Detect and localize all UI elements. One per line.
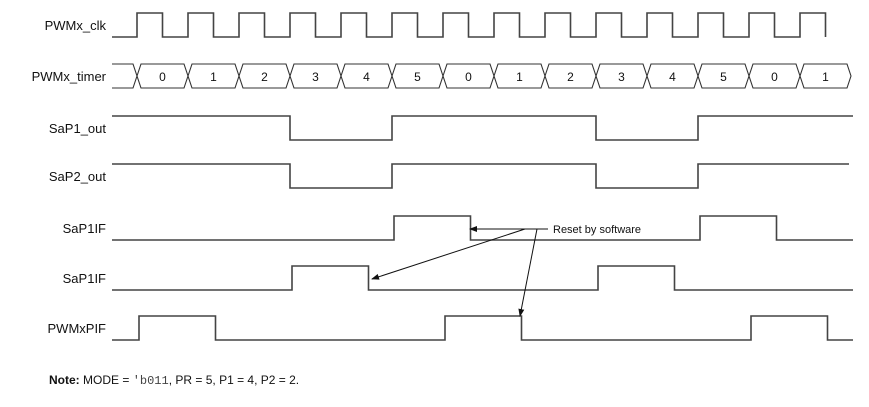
footnote: Note: MODE = 'b011, PR = 5, P1 = 4, P2 =… [49, 373, 299, 388]
bus-value: 5 [414, 70, 421, 84]
signal-label-pwmxpif: PWMxPIF [48, 321, 107, 336]
wave-clk [112, 12, 827, 38]
signal-waveforms: 0 1 2 3 4 5 0 1 2 3 4 5 0 1 [112, 12, 853, 341]
wave-sap2out [112, 163, 849, 189]
wave-sap1if_b [112, 265, 853, 291]
arrow-to-sap1if-b [371, 228, 526, 280]
bus-segment [799, 63, 852, 89]
bus-value: 1 [516, 70, 523, 84]
note-text-before: MODE = [83, 373, 133, 387]
note-label: Note: [49, 373, 80, 387]
note-mode-code: 'b011 [132, 374, 169, 388]
wave-sap1if_a [112, 215, 853, 241]
bus-value: 0 [771, 70, 778, 84]
bus-value: 2 [567, 70, 574, 84]
bus-value: 2 [261, 70, 268, 84]
bus-value: 1 [822, 70, 829, 84]
signal-label-timer: PWMx_timer [32, 69, 107, 84]
bus-value: 4 [363, 70, 370, 84]
signal-label-sap1if_a: SaP1IF [63, 221, 106, 236]
signal-label-sap1out: SaP1_out [49, 121, 106, 136]
bus-value: 5 [720, 70, 727, 84]
annotation-label: Reset by software [553, 224, 641, 236]
reset-annotation: Reset by software [371, 224, 641, 317]
signal-labels: PWMx_clkPWMx_timerSaP1_outSaP2_outSaP1IF… [32, 18, 107, 336]
bus-value: 0 [159, 70, 166, 84]
bus-value: 0 [465, 70, 472, 84]
signal-label-sap2out: SaP2_out [49, 169, 106, 184]
signal-label-clk: PWMx_clk [45, 18, 107, 33]
wave-pwmxpif [112, 315, 853, 341]
note-text-after: , PR = 5, P1 = 4, P2 = 2. [168, 373, 300, 387]
bus-value: 3 [312, 70, 319, 84]
signal-label-sap1if_b: SaP1IF [63, 271, 106, 286]
arrow-to-pwmxpif [518, 228, 538, 317]
bus-segment-lead [112, 63, 138, 89]
bus-value: 1 [210, 70, 217, 84]
wave-sap1out [112, 115, 853, 141]
bus-value: 4 [669, 70, 676, 84]
bus-value: 3 [618, 70, 625, 84]
